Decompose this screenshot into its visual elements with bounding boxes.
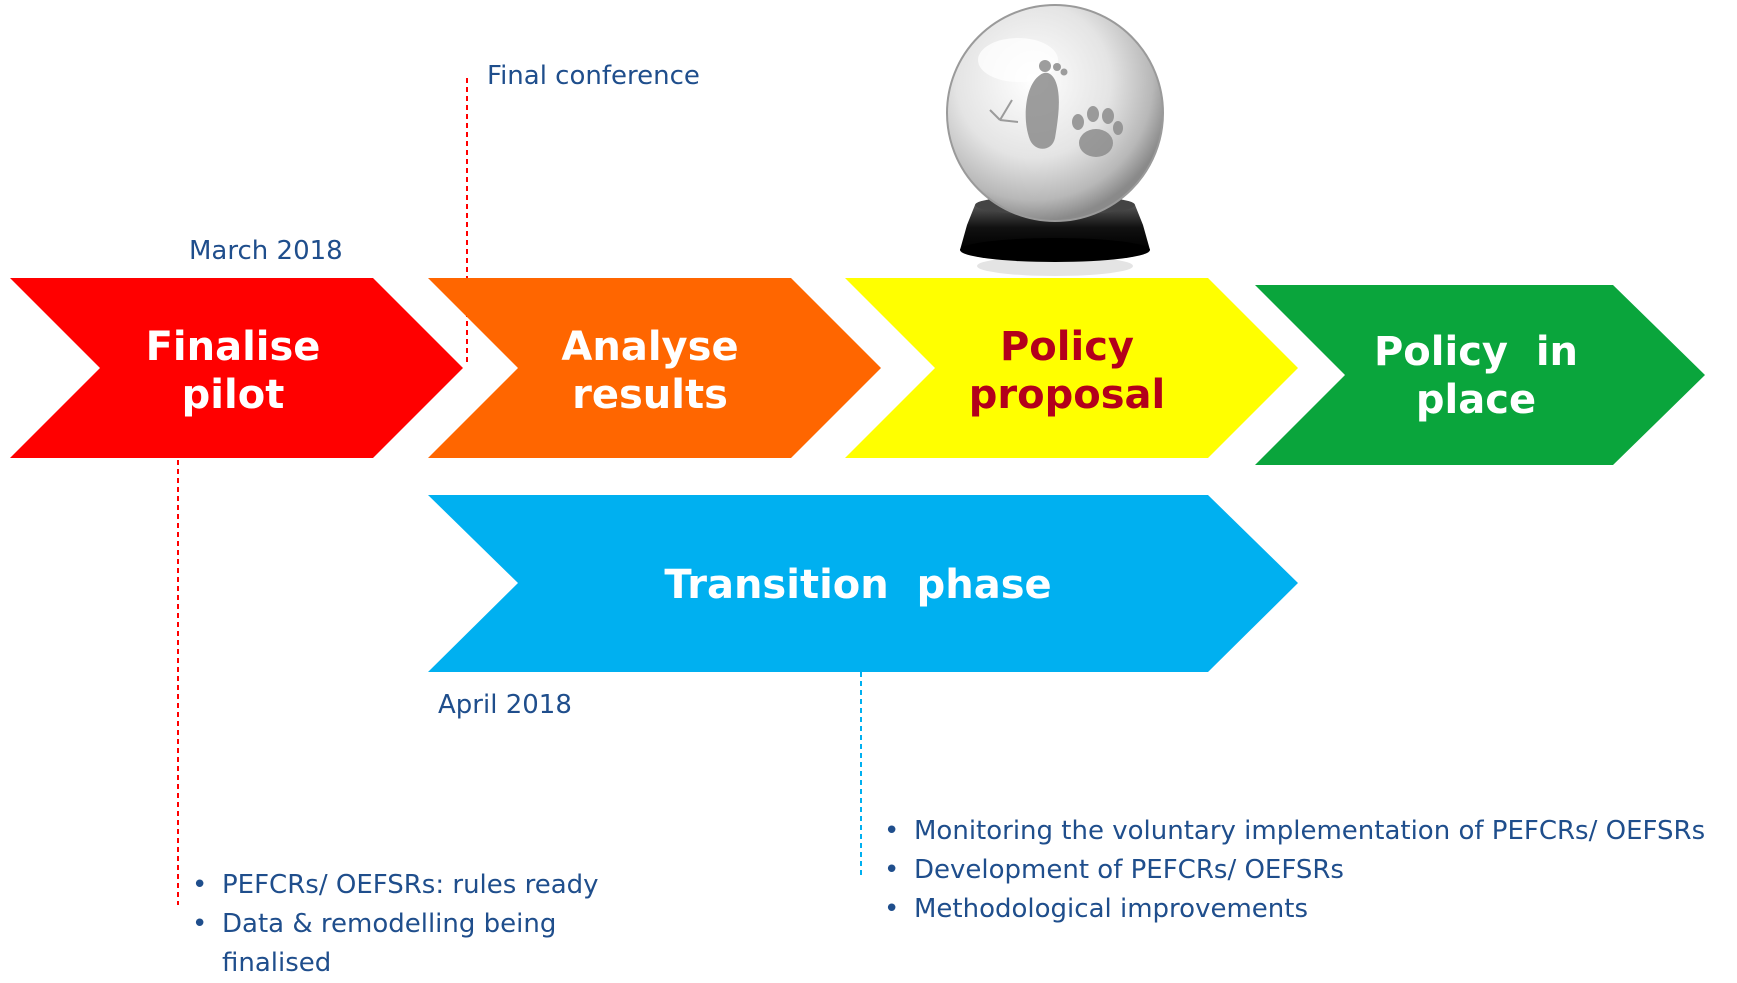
transition-phase-chevron — [428, 495, 1298, 672]
crystal-ball-footprints-icon — [946, 4, 1164, 276]
finalise-pilot-label-line1: Finalise — [146, 324, 321, 370]
pilot-bullet-list: PEFCRs/ OEFSRs: rules ready Data & remod… — [188, 866, 628, 983]
analyse-results-label-line2: results — [572, 372, 728, 418]
list-item: Development of PEFCRs/ OEFSRs — [880, 851, 1730, 890]
march-2018-label: March 2018 — [189, 236, 343, 266]
list-item: Data & remodelling being finalised — [188, 905, 628, 983]
list-item: Monitoring the voluntary implementation … — [880, 812, 1730, 851]
list-item: Methodological improvements — [880, 890, 1730, 929]
finalise-pilot-label-line2: pilot — [182, 372, 285, 418]
transition-bullet-list: Monitoring the voluntary implementation … — [880, 812, 1730, 929]
policy-in-place-label-line1: Policy in — [1374, 329, 1578, 375]
analyse-results-chevron — [428, 278, 881, 458]
transition-phase-label: Transition phase — [664, 562, 1051, 608]
final-conference-label: Final conference — [487, 61, 700, 91]
list-item: PEFCRs/ OEFSRs: rules ready — [188, 866, 628, 905]
analyse-results-label-line1: Analyse — [561, 324, 738, 370]
april-2018-label: April 2018 — [438, 690, 572, 720]
policy-in-place-chevron — [1255, 285, 1705, 465]
policy-proposal-label-line1: Policy — [1000, 324, 1134, 370]
finalise-pilot-chevron — [10, 278, 463, 458]
policy-in-place-label-line2: place — [1416, 377, 1536, 423]
policy-proposal-label-line2: proposal — [969, 372, 1165, 418]
policy-proposal-chevron — [845, 278, 1298, 458]
